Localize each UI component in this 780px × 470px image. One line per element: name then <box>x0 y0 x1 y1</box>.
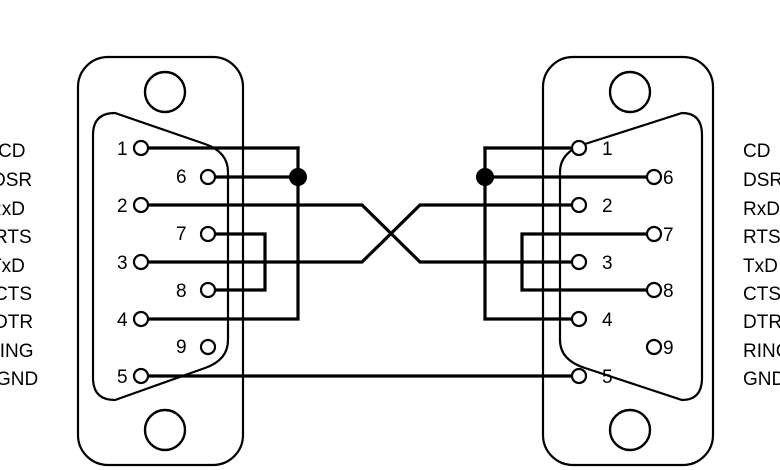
left-pin-3-hole <box>132 253 150 271</box>
right-pin-1-hole <box>570 139 588 157</box>
left-pin-4-hole <box>132 310 150 328</box>
left-signal-cd: CD <box>0 141 25 162</box>
right-connector-face <box>558 111 704 402</box>
left-pin-7-hole <box>199 225 217 243</box>
left-pin-4-label: 4 <box>117 310 128 331</box>
right-pin-2-label: 2 <box>602 196 613 217</box>
right-signal-dsr: DSR <box>743 170 780 191</box>
right-pin-2-hole <box>570 196 588 214</box>
left-signal-rts: RTS <box>0 227 32 248</box>
right-signal-gnd: GND <box>743 369 780 390</box>
right-signal-txd: TxD <box>743 256 778 277</box>
right-pin-4-label: 4 <box>602 310 613 331</box>
left-pin-6-hole <box>199 168 217 186</box>
left-signal-dsr: DSR <box>0 170 32 191</box>
left-pin-8-label: 8 <box>176 281 187 302</box>
left-pin-9-hole <box>199 338 217 356</box>
right-pin-3-hole <box>570 253 588 271</box>
left-signal-cts: CTS <box>0 284 32 305</box>
right-signal-cts: CTS <box>743 284 780 305</box>
right-pin-7-label: 7 <box>663 225 674 246</box>
right-pin-5-hole <box>570 367 588 385</box>
right-pin-7-hole <box>645 225 663 243</box>
right-signal-dtr: DTR <box>743 312 780 333</box>
left-bottom-mounting-hole <box>143 408 187 452</box>
left-pin-1-label: 1 <box>117 139 128 160</box>
right-pin-6-label: 6 <box>663 168 674 189</box>
left-pin-5-label: 5 <box>117 367 128 388</box>
left-pin-8-hole <box>199 281 217 299</box>
left-signal-gnd: GND <box>0 369 38 390</box>
right-signal-rxd: RxD <box>743 199 780 220</box>
wiring <box>146 146 649 378</box>
left-junction-dot <box>289 168 307 186</box>
wire-left-txd-to-right-rxd <box>146 203 574 264</box>
left-pins: 1 6 2 7 3 8 4 9 5 <box>117 139 217 388</box>
left-signal-txd: TxD <box>0 256 25 277</box>
left-signal-rxd: RxD <box>0 199 25 220</box>
right-pin-6-hole <box>645 168 663 186</box>
left-pin-7-label: 7 <box>176 224 187 245</box>
right-db9-connector <box>541 55 715 467</box>
right-signal-cd: CD <box>743 141 770 162</box>
right-pins: 1 6 2 7 3 8 4 9 5 <box>570 139 674 388</box>
left-pin-1-hole <box>132 139 150 157</box>
left-pin-2-hole <box>132 196 150 214</box>
right-pin-9-hole <box>645 338 663 356</box>
left-pin-9-label: 9 <box>176 337 187 358</box>
left-pin-6-label: 6 <box>176 167 187 188</box>
left-signal-dtr: DTR <box>0 312 33 333</box>
right-pin-9-label: 9 <box>663 338 674 359</box>
left-top-mounting-hole <box>143 70 187 114</box>
right-signal-rts: RTS <box>743 227 780 248</box>
left-pin-2-label: 2 <box>117 196 128 217</box>
left-connector-face <box>91 111 230 402</box>
right-top-mounting-hole <box>608 70 652 114</box>
left-pin-3-label: 3 <box>117 253 128 274</box>
right-pin-3-label: 3 <box>602 253 613 274</box>
right-pin-1-label: 1 <box>602 139 613 160</box>
right-pin-4-hole <box>570 310 588 328</box>
right-bottom-mounting-hole <box>608 408 652 452</box>
right-junction-dot <box>476 168 494 186</box>
left-pin-5-hole <box>132 367 150 385</box>
right-pin-8-hole <box>645 281 663 299</box>
right-pin-8-label: 8 <box>663 281 674 302</box>
right-pin-5-label: 5 <box>602 367 613 388</box>
